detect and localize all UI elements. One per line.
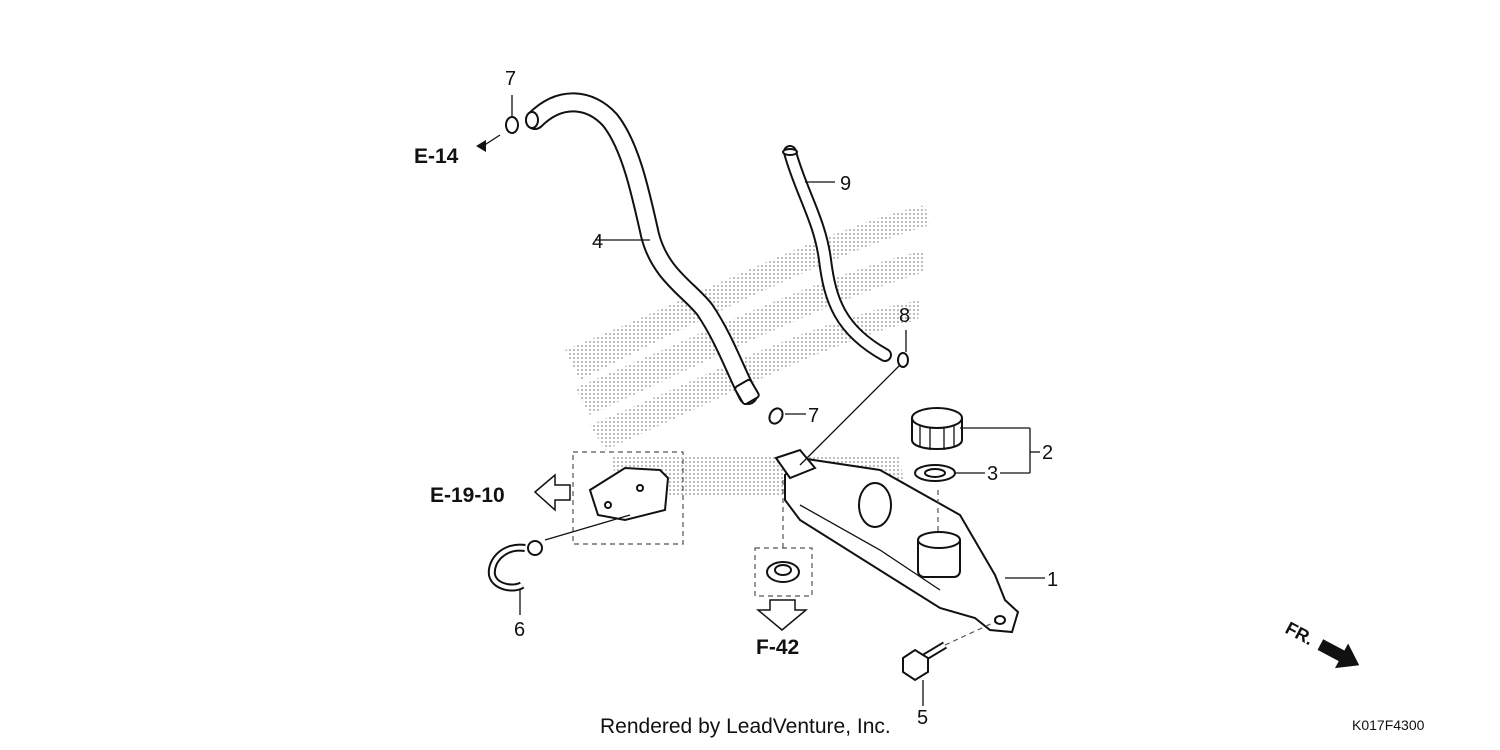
leader-lines <box>479 95 1045 706</box>
arrow-left-icon <box>533 473 571 512</box>
ref-f-42: F-42 <box>756 636 799 659</box>
clip-7-upper <box>505 116 519 134</box>
clip-8 <box>897 352 909 368</box>
callout-2: 2 <box>1042 442 1053 464</box>
band-6 <box>487 540 543 592</box>
callout-5: 5 <box>917 707 928 729</box>
arrow-down-icon <box>755 599 809 631</box>
hose-9 <box>782 145 892 362</box>
callout-7-top: 7 <box>505 68 516 90</box>
callout-7-lower: 7 <box>808 405 819 427</box>
bracket-hole <box>604 501 612 509</box>
bracket <box>588 466 670 522</box>
direction-label: FR. <box>1282 618 1317 649</box>
arrow-small-left-icon <box>476 140 486 152</box>
bracket-hole <box>636 484 644 492</box>
ref-e-14: E-14 <box>414 145 459 168</box>
cap-gasket-3-hole <box>924 468 946 478</box>
callout-4: 4 <box>592 231 603 253</box>
bracket-dashed-box <box>572 451 684 545</box>
callout-6: 6 <box>514 619 525 641</box>
callout-9: 9 <box>840 173 851 195</box>
hose-4 <box>525 92 760 406</box>
callout-1: 1 <box>1047 569 1058 591</box>
front-direction-indicator: FR. <box>1282 618 1360 669</box>
bolt-5 <box>902 641 948 682</box>
grommet-hole <box>774 564 792 576</box>
clip-7-lower <box>768 407 784 425</box>
reserve-tank-1 <box>774 448 1020 634</box>
callout-8: 8 <box>899 305 910 327</box>
render-credit: Rendered by LeadVenture, Inc. <box>600 715 891 738</box>
figure-code: K017F4300 <box>1352 717 1425 733</box>
arrow-right-icon <box>1317 639 1360 669</box>
ref-e-19-10: E-19-10 <box>430 484 505 507</box>
callout-3: 3 <box>987 463 998 485</box>
tank-cap-2 <box>911 407 963 450</box>
